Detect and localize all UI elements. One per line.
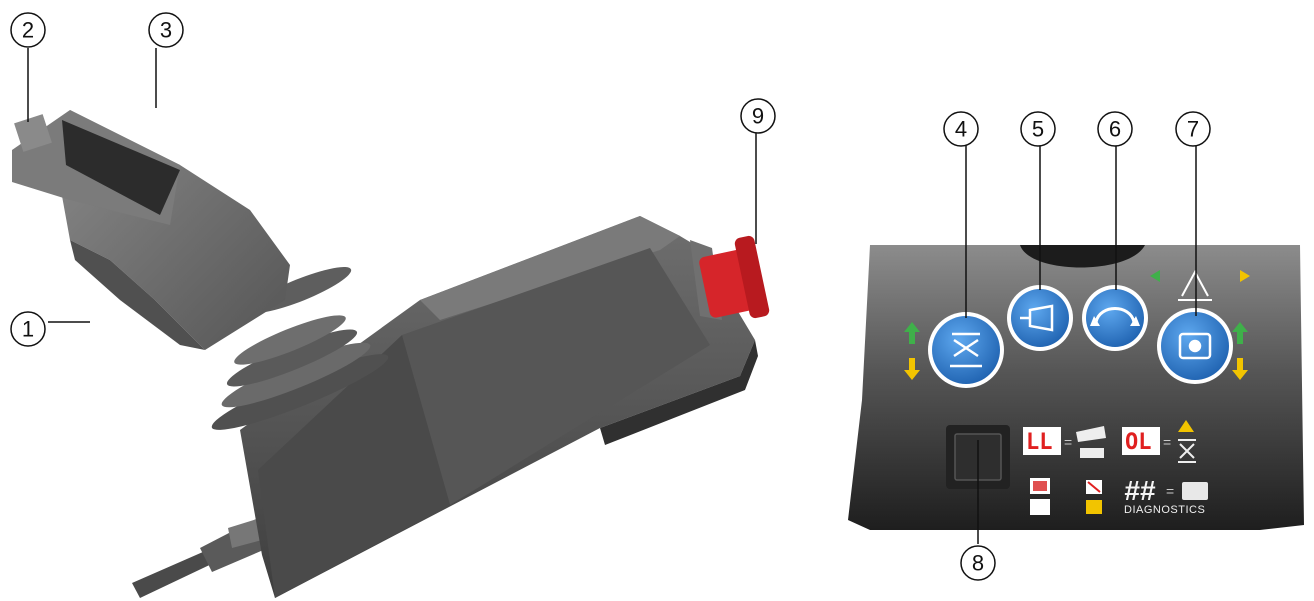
joystick-controller (12, 110, 770, 598)
warning-icon (1086, 500, 1102, 514)
callout-number: 9 (752, 104, 764, 129)
diagnostics-hash: ## (1124, 475, 1156, 506)
callout-number: 5 (1032, 117, 1044, 142)
cable (132, 518, 268, 598)
manual-book-icon (1182, 482, 1208, 500)
control-panel: LL = OL = ## (848, 245, 1304, 530)
diag-equals: = (1166, 483, 1174, 499)
callout-number: 1 (22, 317, 34, 342)
callout-number: 7 (1187, 117, 1199, 142)
emergency-stop-button[interactable] (690, 235, 770, 320)
ol-equals: = (1163, 434, 1171, 450)
panel-face (848, 245, 1304, 530)
joystick-grip (12, 110, 290, 350)
steer-button[interactable] (1157, 308, 1233, 384)
callout-9: 9 (741, 99, 775, 133)
callout-number: 3 (160, 18, 172, 43)
diagnostics-label: DIAGNOSTICS (1124, 504, 1205, 516)
ll-equals: = (1064, 434, 1072, 450)
code-ol-text: OL (1125, 430, 1152, 455)
callout-6: 6 (1098, 112, 1132, 146)
lift-button[interactable] (928, 312, 1004, 388)
rotate-button[interactable] (1082, 285, 1148, 351)
callout-4: 4 (944, 112, 978, 146)
callout-number: 4 (955, 117, 967, 142)
callout-2: 2 (11, 13, 45, 47)
callout-5: 5 (1021, 112, 1055, 146)
callout-number: 8 (972, 551, 984, 576)
callout-1: 1 (11, 312, 45, 346)
callout-7: 7 (1176, 112, 1210, 146)
callout-number: 6 (1109, 117, 1121, 142)
callout-8: 8 (961, 546, 995, 580)
code-ll-text: LL (1026, 430, 1053, 455)
horn-button[interactable] (1007, 285, 1073, 351)
callout-number: 2 (22, 18, 34, 43)
callout-3: 3 (149, 13, 183, 47)
